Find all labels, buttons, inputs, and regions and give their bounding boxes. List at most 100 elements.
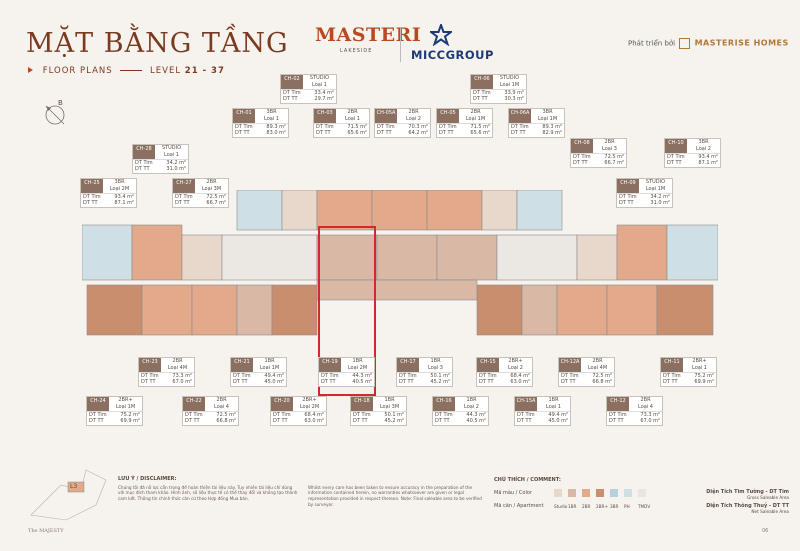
unit-code: CH-28 xyxy=(133,145,155,159)
unit-code: CH-24 xyxy=(87,397,109,411)
disclaimer: LƯU Ý / DISCLAIMER: Chúng tôi đã nỗ lực … xyxy=(118,476,488,507)
unit-code: CH-12A xyxy=(559,358,581,372)
legend-color-label: Mã màu / Color xyxy=(494,490,532,496)
unit-code: CH-11 xyxy=(661,358,683,372)
legend-name: 2BR+ xyxy=(596,503,608,509)
unit-code: CH-23 xyxy=(139,358,161,372)
developer-prefix: Phát triển bởi xyxy=(628,39,676,48)
unit-type: 2BR+Loại 2 xyxy=(508,358,523,371)
masteri-logo-sub: LAKESIDE xyxy=(340,48,373,54)
unit-code: CH-21 xyxy=(231,358,253,372)
unit-type: 2BR+Loại 1M xyxy=(115,397,136,410)
triangle-bullet-icon xyxy=(28,67,33,73)
legend-name: PH xyxy=(624,503,630,509)
unit-code: CH-27 xyxy=(173,179,195,193)
legend-swatch-studio xyxy=(554,489,562,497)
footer-brand: The MAJESTY xyxy=(28,528,64,534)
legend-swatch-tmdv xyxy=(638,489,646,497)
unit-code: CH-08 xyxy=(571,139,593,153)
floor-plan-drawing xyxy=(82,190,718,336)
legend-swatch-3br xyxy=(610,489,618,497)
legend-swatch-ph xyxy=(624,489,632,497)
developer-name: MASTERISE HOMES xyxy=(694,38,789,48)
legend-gross-label: Diện Tích Tim Tường - DT Tim xyxy=(706,489,789,495)
keyplan-label: L3 xyxy=(70,483,77,490)
legend-apartment-label: Mã căn / Apartment xyxy=(494,503,544,509)
legend-name: Studio xyxy=(554,503,568,509)
legend-name: 2BR xyxy=(582,503,591,509)
unit-code: CH-16 xyxy=(433,397,455,411)
unit-code: CH-01 xyxy=(233,109,255,123)
disclaimer-vi: Chúng tôi đã nỗ lực cẩn trọng để hoàn th… xyxy=(118,484,298,502)
unit-code: CH-05A xyxy=(375,109,397,123)
legend-swatch-2br xyxy=(582,489,590,497)
unit-code: CH-09 xyxy=(617,179,639,193)
unit-type: 2BR+Loại 1 xyxy=(692,358,707,371)
legend-net-sub: Net Saleable Area xyxy=(751,509,789,514)
unit-code: CH-06A xyxy=(509,109,531,123)
legend-name: TMDV xyxy=(638,503,651,509)
logo-divider xyxy=(400,28,401,62)
unit-code: CH-20 xyxy=(271,397,293,411)
legend-swatch-2brplus xyxy=(596,489,604,497)
